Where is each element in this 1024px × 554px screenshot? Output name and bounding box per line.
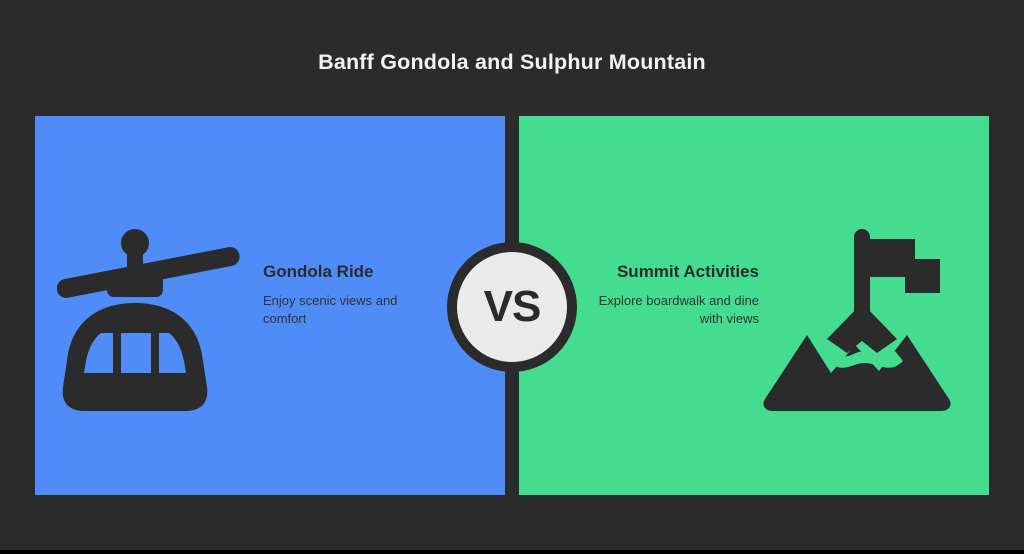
vs-badge-label: VS	[483, 282, 542, 331]
left-panel-subtitle: Enjoy scenic views and comfort	[263, 293, 398, 326]
bottom-strip	[0, 550, 1024, 554]
comparison-panel-right: Summit Activities Explore boardwalk and …	[519, 116, 989, 495]
page-title: Banff Gondola and Sulphur Mountain	[318, 50, 706, 74]
right-panel-text: Summit Activities Explore boardwalk and …	[579, 260, 759, 328]
vs-badge: VS	[447, 242, 577, 372]
right-panel-subtitle: Explore boardwalk and dine with views	[598, 293, 759, 326]
right-panel-heading: Summit Activities	[616, 262, 759, 281]
left-panel-heading: Gondola Ride	[263, 262, 374, 281]
gondola-icon	[57, 211, 257, 411]
mountain-flag-icon	[757, 211, 957, 411]
comparison-panel-left: Gondola Ride Enjoy scenic views and comf…	[35, 116, 505, 495]
left-panel-text: Gondola Ride Enjoy scenic views and comf…	[263, 260, 443, 328]
